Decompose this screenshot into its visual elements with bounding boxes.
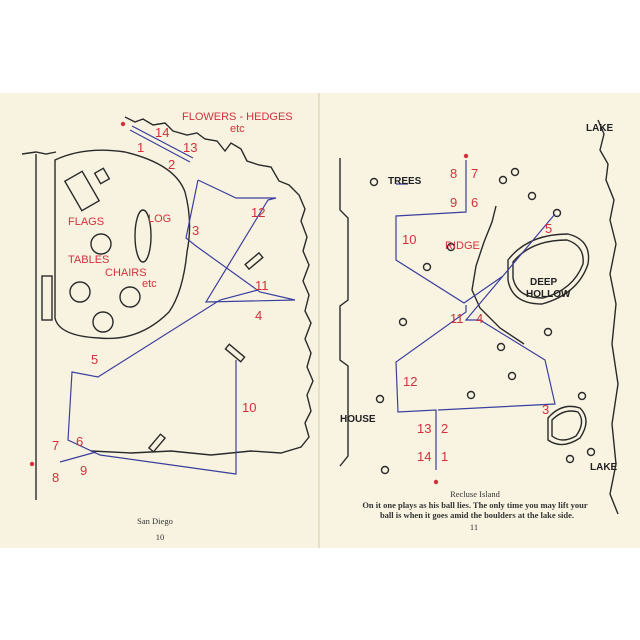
left-caption: San Diego: [137, 516, 173, 526]
left-page-number: 10: [156, 532, 165, 542]
label-deep: DEEP: [530, 277, 558, 288]
label-tables: TABLES: [68, 254, 109, 266]
hole-4: 4: [476, 311, 483, 326]
left-map: FLOWERS - HEDGES etc FLAGS LOG TABLES CH…: [21, 111, 314, 542]
right-caption-line2: ball is when it goes amid the boulders a…: [380, 510, 574, 520]
table-circle: [92, 311, 114, 333]
route-line: [395, 160, 556, 470]
label-log: LOG: [148, 213, 171, 225]
table-circle: [119, 286, 141, 308]
hole-2: 2: [168, 157, 175, 172]
start-dot: [433, 479, 439, 485]
label-hollow: HOLLOW: [526, 289, 571, 300]
hole-3: 3: [192, 223, 199, 238]
label-flowers-hedges: FLOWERS - HEDGES: [182, 111, 293, 123]
obstacle: [244, 251, 264, 271]
hole-2: 2: [441, 421, 448, 436]
hole-13: 13: [417, 421, 431, 436]
hole-4: 4: [255, 308, 262, 323]
ridge-line: [471, 205, 525, 345]
hole-8: 8: [52, 470, 59, 485]
house-outline: [339, 158, 349, 467]
hole-12: 12: [251, 205, 265, 220]
right-map: LAKE TREES RIDGE DEEP HOLLOW HOUSE LAKE …: [339, 119, 619, 532]
log-shape: [134, 209, 152, 263]
right-caption-line1: On it one plays as his ball lies. The on…: [362, 500, 588, 510]
route-line: [59, 125, 296, 475]
label-chairs-etc: etc: [142, 278, 157, 290]
table-shape: [63, 170, 101, 212]
hole-9: 9: [450, 195, 457, 210]
label-trees: TREES: [388, 176, 422, 187]
hole-6: 6: [471, 195, 478, 210]
label-ridge: RIDGE: [445, 240, 480, 252]
hole-1: 1: [441, 449, 448, 464]
label-lake-top: LAKE: [586, 123, 614, 134]
hole-3: 3: [542, 402, 549, 417]
right-page-number: 11: [470, 522, 478, 532]
fence: [21, 151, 57, 500]
hole-1: 1: [137, 140, 144, 155]
table-circle: [69, 281, 91, 303]
label-house: HOUSE: [340, 414, 376, 425]
hole-7: 7: [471, 166, 478, 181]
hole-9: 9: [80, 463, 87, 478]
label-lake-bottom: LAKE: [590, 462, 618, 473]
lake-hollow: [547, 405, 587, 446]
label-chairs: CHAIRS: [105, 267, 147, 279]
start-dot: [120, 121, 126, 127]
lake-shore: [597, 119, 619, 515]
chair-shape: [93, 167, 111, 185]
deep-hollow: [507, 233, 590, 305]
boulders: [369, 167, 596, 475]
hole-13: 13: [183, 140, 197, 155]
hole-7: 7: [52, 438, 59, 453]
hole-14: 14: [417, 449, 431, 464]
hole-10: 10: [402, 232, 416, 247]
obstacle: [147, 433, 167, 453]
label-etc: etc: [230, 123, 245, 135]
patio: [54, 149, 191, 340]
hole-5: 5: [545, 221, 552, 236]
obstacle: [224, 343, 246, 363]
hole-6: 6: [76, 434, 83, 449]
hole-11: 11: [255, 278, 269, 293]
hole-11: 11: [450, 311, 464, 326]
start-dot: [463, 153, 469, 159]
hole-12: 12: [403, 374, 417, 389]
hole-8: 8: [450, 166, 457, 181]
hole-14: 14: [155, 125, 169, 140]
bench: [41, 275, 53, 321]
right-title: Recluse Island: [450, 489, 501, 499]
label-flags: FLAGS: [68, 216, 104, 228]
hedge-border: [90, 116, 314, 456]
hole-10: 10: [242, 400, 256, 415]
hole-5: 5: [91, 352, 98, 367]
table-circle: [90, 233, 112, 255]
start-dot: [29, 461, 35, 467]
